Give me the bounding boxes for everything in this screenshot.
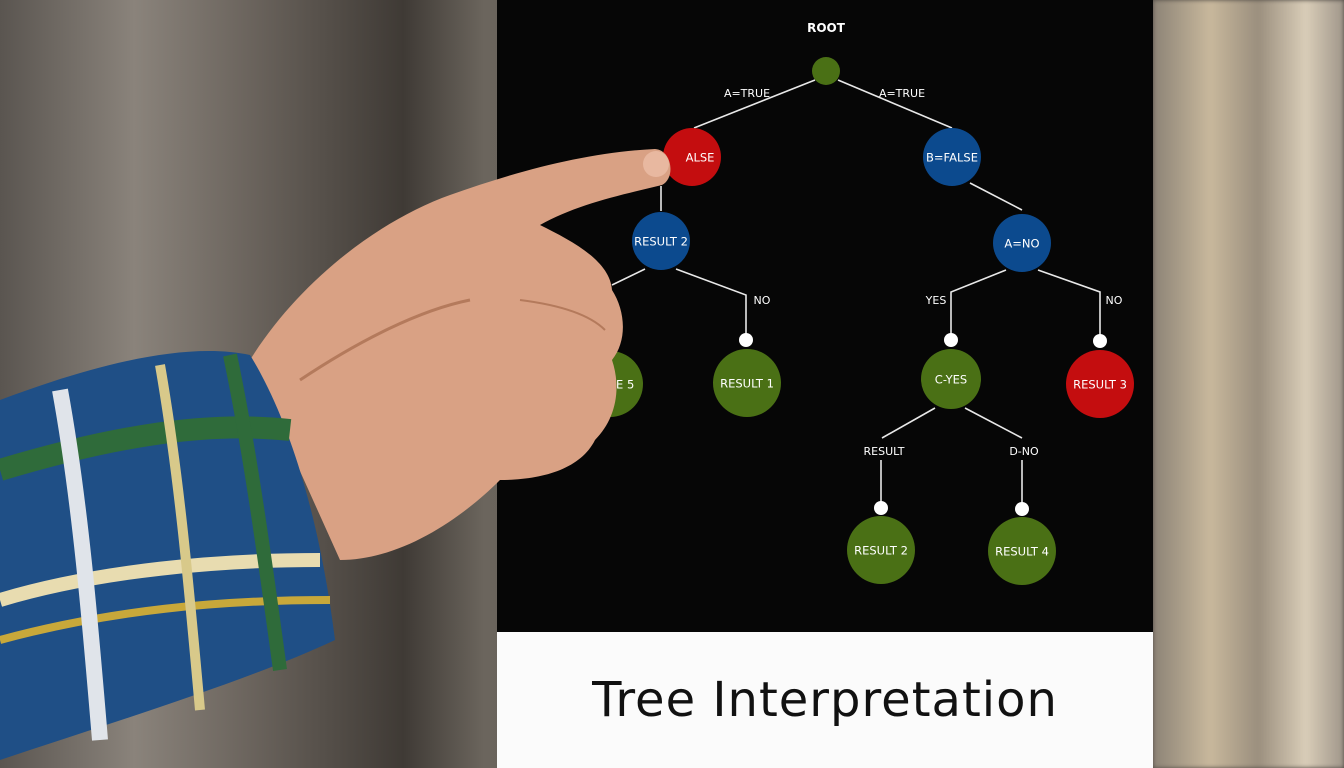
edge-label: NO bbox=[754, 294, 771, 307]
edge-label: RESULT bbox=[864, 445, 905, 458]
edge-result2-result1 bbox=[675, 268, 747, 340]
node-cyes: C-YES bbox=[921, 349, 981, 409]
pointing-hand bbox=[250, 149, 671, 560]
svg-text:RESULT 2: RESULT 2 bbox=[634, 235, 688, 249]
svg-text:C-YES: C-YES bbox=[935, 373, 967, 387]
svg-text:A=NO: A=NO bbox=[1004, 237, 1039, 251]
node-left bbox=[663, 128, 721, 186]
edge-result2-leftleaf bbox=[611, 268, 646, 286]
connector-dot bbox=[874, 501, 888, 515]
edge-label: NO bbox=[1106, 294, 1123, 307]
svg-text:B=FALSE: B=FALSE bbox=[926, 151, 978, 165]
caption-bar: Tree Interpretation bbox=[497, 632, 1153, 768]
tree-edges bbox=[611, 79, 1101, 509]
edge-label: YES bbox=[925, 294, 947, 307]
node-result3: RESULT 3 bbox=[1066, 350, 1134, 418]
edge-bfalse-ano bbox=[969, 182, 1023, 211]
node-bfalse: B=FALSE bbox=[923, 128, 981, 186]
edge-ano-cyes bbox=[950, 269, 1007, 340]
caption-title: Tree Interpretation bbox=[592, 672, 1058, 728]
blurred-background-right bbox=[1153, 0, 1344, 768]
edge-label: A=TRUE bbox=[879, 87, 925, 100]
connector-dot bbox=[944, 333, 958, 347]
edge-label: D-NO bbox=[1009, 445, 1039, 458]
edge-root-bfalse bbox=[837, 79, 953, 129]
node-root bbox=[812, 57, 840, 85]
edge-cyes-dno bbox=[964, 407, 1023, 439]
connector-dots bbox=[739, 333, 1107, 516]
node-left-label: ALSE bbox=[686, 151, 715, 165]
root-label: ROOT bbox=[807, 21, 846, 35]
node-ano: A=NO bbox=[993, 214, 1051, 272]
plaid-sleeve bbox=[0, 351, 335, 760]
node-result2-blue: RESULT 2 bbox=[632, 212, 690, 270]
connector-dot bbox=[1015, 502, 1029, 516]
node-result1: RESULT 1 bbox=[713, 349, 781, 417]
edge-label: A=TRUE bbox=[724, 87, 770, 100]
svg-text:RESULT 1: RESULT 1 bbox=[720, 377, 774, 391]
connector-dot bbox=[1093, 334, 1107, 348]
svg-text:RESULT 2: RESULT 2 bbox=[854, 544, 908, 558]
svg-text:RESULT 3: RESULT 3 bbox=[1073, 378, 1127, 392]
node-result4: RESULT 4 bbox=[988, 517, 1056, 585]
connector-dot bbox=[739, 333, 753, 347]
edge-root-left bbox=[693, 79, 816, 129]
svg-text:RESULT 4: RESULT 4 bbox=[995, 545, 1049, 559]
edge-cyes-result bbox=[881, 407, 936, 439]
node-result2-green: RESULT 2 bbox=[847, 516, 915, 584]
edge-ano-result3 bbox=[1037, 269, 1101, 341]
